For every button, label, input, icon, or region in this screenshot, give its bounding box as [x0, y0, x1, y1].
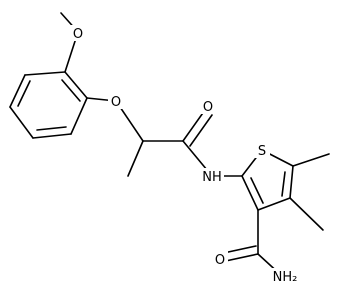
atom-o-ether: O — [111, 95, 121, 110]
label-bg-o-carbonyl — [199, 98, 215, 114]
bond-thio-inner-1 — [281, 171, 286, 197]
label-bg-nh — [200, 168, 224, 184]
bond-ring-inner-1 — [61, 79, 81, 102]
bond-carbonyl-o-1 — [182, 109, 206, 142]
atom-o-carbonyl: O — [203, 100, 213, 115]
atom-nh: NH — [202, 170, 222, 185]
label-bg-nh2 — [268, 268, 302, 286]
atom-nh2: NH₂ — [273, 270, 298, 285]
label-bg-s — [255, 142, 270, 158]
atom-s: S — [258, 144, 266, 159]
bond-ring-c4-c5 — [9, 106, 34, 139]
bond-ring-inner-3 — [17, 80, 31, 107]
bond-ring-c3-c4 — [32, 133, 72, 139]
bond-ch-ch3 — [127, 140, 144, 177]
bond-thio-c4-c3 — [257, 197, 291, 211]
label-bg-o-ether — [108, 93, 124, 109]
atom-o-amide: O — [215, 253, 225, 268]
bond-thio-c5-c4 — [289, 165, 294, 199]
bond-thio-c3-c2 — [241, 175, 259, 211]
bond-carbonyl-o-2 — [189, 114, 213, 147]
label-bg-o-amide — [212, 251, 228, 267]
bond-ring-c1-c2 — [64, 71, 88, 99]
bond-ring-c6-c1 — [24, 71, 66, 76]
bond-layer — [9, 12, 330, 277]
bond-ring-inner-2 — [36, 126, 67, 131]
bond-c4-methyl — [289, 197, 324, 231]
label-bg-o-methoxy — [70, 25, 86, 41]
atom-o-methoxy: O — [73, 27, 83, 42]
bond-c5-methyl — [292, 153, 330, 167]
bond-ring-c5-c6 — [9, 74, 26, 108]
atom-label-layer: O O O NH S O NH₂ — [70, 25, 302, 286]
bond-thio-inner-2 — [250, 177, 264, 204]
bond-ring-c2-c3 — [70, 97, 88, 135]
